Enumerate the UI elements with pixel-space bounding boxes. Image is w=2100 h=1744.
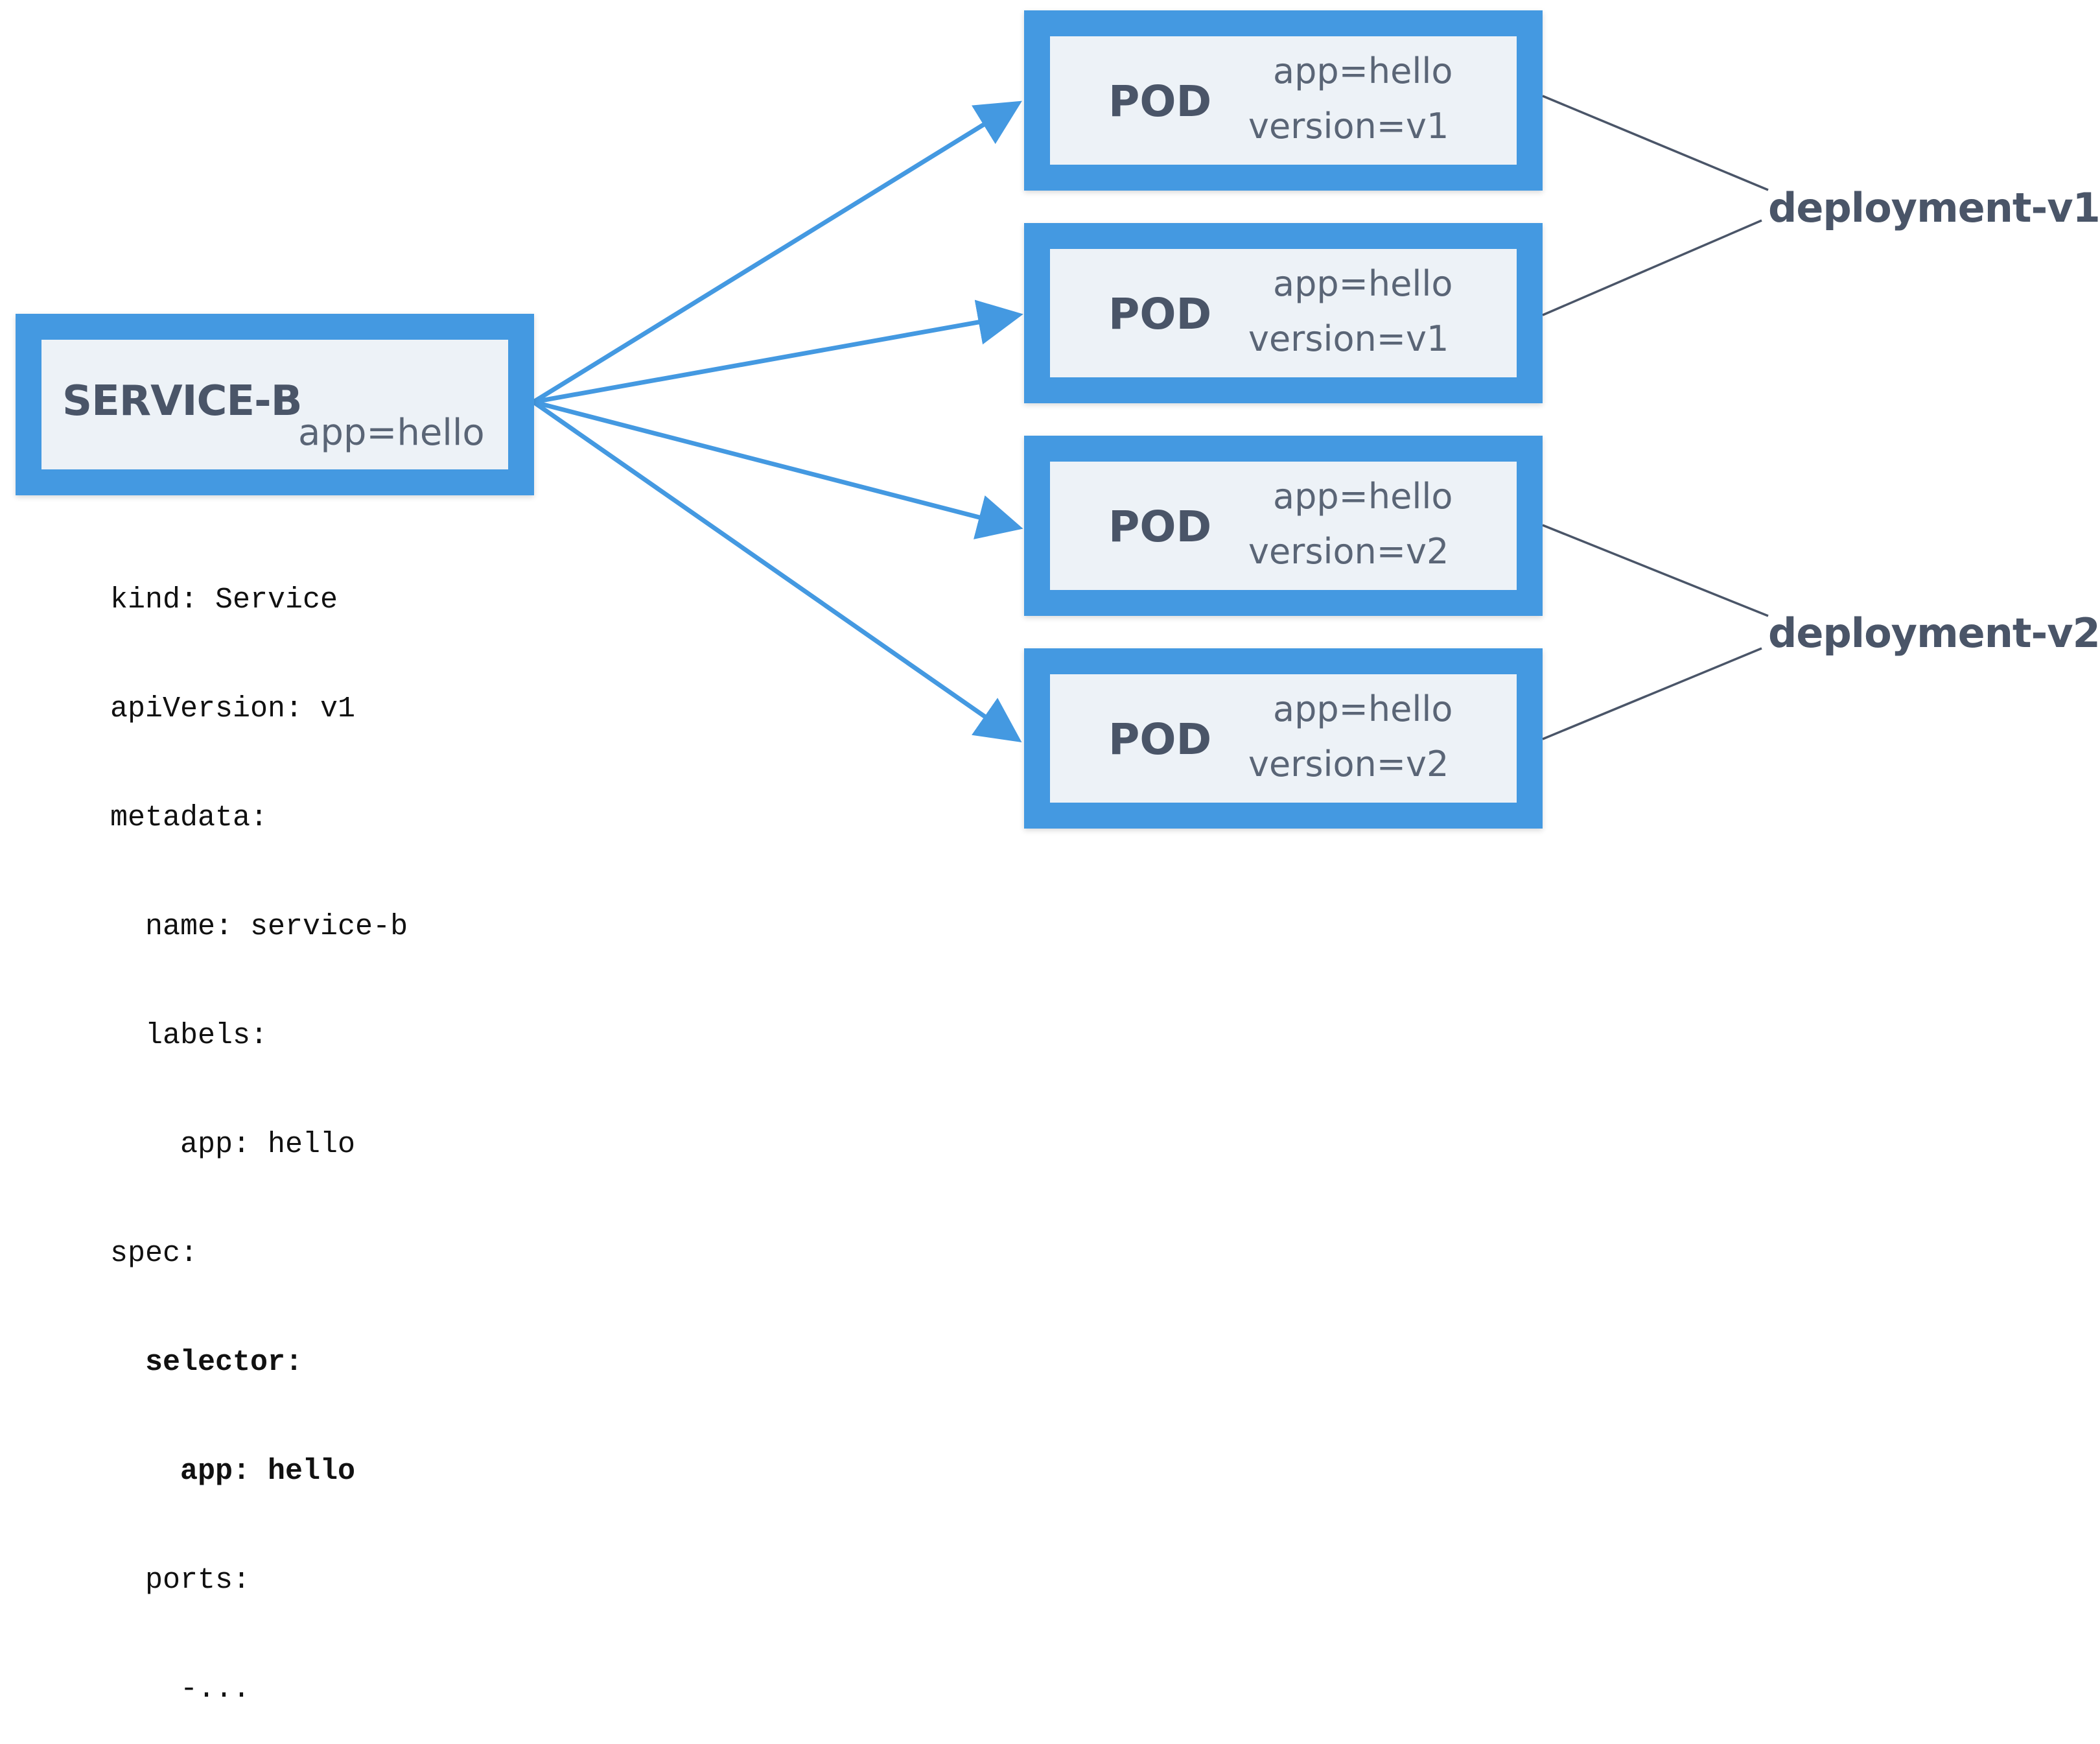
pod-app-label: app=hello [1273,51,1453,91]
yaml-line: apiVersion: v1 [110,692,356,725]
yaml-line: spec: [110,1237,198,1270]
pod-box-inner [1050,36,1517,165]
pod-box [1024,10,1543,191]
yaml-line: kind: Service [110,583,338,617]
pod-version-label: version=v2 [1248,531,1449,572]
pod-version-label: version=v2 [1248,744,1449,784]
pod-box [1024,436,1543,616]
connectors [531,95,1769,743]
yaml-line: -... [110,1673,251,1706]
service-yaml: kind: Service apiVersion: v1 metadata: n… [110,510,408,1744]
arrow-to-pod-2 [533,300,1023,405]
line-pod-2-to-deployment-v1 [1542,219,1762,316]
yaml-selector-app-line: app: hello [110,1455,356,1488]
pod-box [1024,223,1543,403]
service-box [16,314,534,495]
service-label: app=hello [298,412,485,454]
arrow-to-pod-3 [533,399,1023,539]
pod-version-label: version=v1 [1248,106,1449,147]
yaml-line: labels: [110,1019,268,1052]
pod-box-inner [1050,462,1517,590]
service-title: SERVICE-B [62,377,302,425]
arrow-to-pod-1 [532,100,1022,404]
pod-app-label: app=hello [1273,689,1453,729]
line-pod-1-to-deployment-v1 [1542,95,1769,191]
yaml-line: metadata: [110,801,268,834]
pod-box [1024,648,1543,829]
deployment-v2-label: deployment-v2 [1768,609,2100,657]
yaml-selector-line: selector: [110,1346,303,1379]
deployment-v1-label: deployment-v1 [1768,184,2100,231]
pod-title: POD [1108,502,1212,552]
pod-box-inner [1050,674,1517,803]
pod-app-label: app=hello [1273,476,1453,517]
yaml-line: app: hello [110,1128,356,1161]
arrow-to-pod-4 [531,400,1022,743]
yaml-line: ports: [110,1564,251,1597]
pod-title: POD [1108,714,1212,764]
line-pod-3-to-deployment-v2 [1542,524,1769,617]
pod-version-label: version=v1 [1248,318,1449,359]
pod-app-label: app=hello [1273,263,1453,304]
pod-title: POD [1108,77,1212,126]
yaml-line: name: service-b [110,910,408,943]
pod-box-inner [1050,249,1517,377]
line-pod-4-to-deployment-v2 [1542,647,1762,740]
pod-title: POD [1108,289,1212,339]
service-box-inner [41,340,508,469]
